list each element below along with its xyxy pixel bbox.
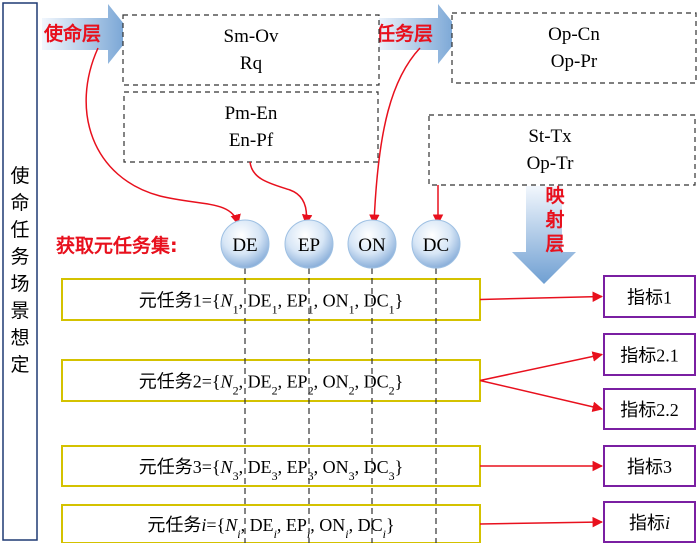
meta-task-formula: 元任务2={N2, DE2, EP2, ON2, DC2} — [139, 372, 403, 398]
mission-layer-label: 使命层 — [43, 22, 101, 45]
mission-box-b-line: En-Pf — [229, 130, 274, 151]
mission-box-b-to-ep-arrow — [249, 161, 313, 226]
scenario-char: 务 — [10, 246, 29, 268]
element-circle-shape — [284, 219, 334, 269]
row-to-indicator-arrow — [479, 351, 604, 382]
element-guides — [244, 268, 437, 543]
mission-box-a-line: Sm-Ov — [224, 26, 279, 47]
element-circle-dc: DC — [411, 219, 461, 269]
scenario-char: 任 — [10, 219, 29, 241]
element-circles: DE EP ON DC — [220, 219, 461, 269]
meta-task-rows: 元任务1={N1, DE1, EP1, ON1, DC1} 元任务2={N2, D… — [61, 278, 481, 543]
mapping-layer-char: 映 — [545, 185, 565, 207]
element-circle-label: EP — [298, 235, 320, 256]
indicator-frame — [603, 388, 696, 430]
task-box-b: St-Tx Op-Tr — [428, 114, 696, 186]
meta-task-formula: 元任务i={Ni, DEi, EPi, ONi, DCi} — [147, 515, 394, 541]
row-to-indicator-arrow — [479, 379, 604, 412]
indicator-label: 指标1 — [627, 288, 672, 309]
element-circle-shape — [411, 219, 461, 269]
indicator-label: 指标2.1 — [620, 346, 679, 367]
element-circle-ep: EP — [284, 219, 334, 269]
mission-box-a-line: Rq — [240, 53, 263, 74]
mapping-layer-arrow — [512, 186, 576, 284]
meta-task-row: 元任务3={N3, DE3, EP3, ON3, DC3} — [61, 445, 481, 487]
indicator-box: 指标2.1 — [603, 333, 696, 376]
scenario-char: 景 — [10, 300, 29, 322]
task-box-a-line: Op-Cn — [548, 24, 600, 45]
element-circle-shape — [347, 219, 397, 269]
acquire-meta-task-label: 获取元任务集: — [56, 234, 178, 257]
indicator-label: 指标3 — [627, 457, 672, 478]
task-box-b-line: St-Tx — [528, 126, 572, 147]
indicator-frame — [603, 333, 696, 376]
element-circle-label: ON — [358, 235, 386, 256]
element-circle-label: DC — [423, 235, 449, 256]
element-circle-de: DE — [220, 219, 270, 269]
meta-task-formula: 元任务3={N3, DE3, EP3, ON3, DC3} — [139, 457, 403, 483]
scenario-label: 使 命 任 务 场 景 想 定 — [10, 165, 29, 376]
row-indicator-arrows — [479, 291, 604, 528]
scenario-char: 想 — [10, 327, 29, 349]
task-box-a-line: Op-Pr — [551, 51, 598, 72]
indicator-box: 指标2.2 — [603, 388, 696, 430]
indicator-box: 指标i — [603, 501, 696, 543]
indicator-frame — [603, 275, 696, 318]
row-to-indicator-arrow — [479, 291, 604, 302]
row-to-indicator-arrow — [479, 516, 604, 528]
scenario-box — [2, 2, 38, 541]
indicator-box: 指标1 — [603, 275, 696, 318]
scenario-char: 定 — [10, 354, 29, 376]
task-box-b-line: Op-Tr — [527, 153, 574, 174]
indicator-box: 指标3 — [603, 445, 696, 487]
element-circle-label: DE — [232, 235, 257, 256]
mapping-layer-char: 射 — [544, 208, 564, 231]
indicator-label: 指标2.2 — [620, 400, 679, 421]
scenario-char: 场 — [10, 273, 29, 295]
meta-task-row: 元任务i={Ni, DEi, EPi, ONi, DCi} — [61, 504, 481, 543]
mission-box-a: Sm-Ov Rq — [122, 14, 380, 86]
element-circle-shape — [220, 219, 270, 269]
mapping-layer-char: 层 — [545, 233, 564, 255]
task-layer-label: 任务层 — [375, 22, 433, 45]
meta-task-row: 元任务2={N2, DE2, EP2, ON2, DC2} — [61, 359, 481, 402]
meta-task-box — [61, 278, 481, 321]
scenario-char: 命 — [10, 192, 29, 214]
meta-task-row: 元任务1={N1, DE1, EP1, ON1, DC1} — [61, 278, 481, 321]
element-circle-on: ON — [347, 219, 397, 269]
meta-task-formula: 元任务1={N1, DE1, EP1, ON1, DC1} — [139, 291, 403, 317]
mission-to-de-arrow — [85, 47, 241, 226]
scenario-char: 使 — [10, 165, 29, 187]
indicator-boxes: 指标1 指标2.1 指标2.2 指标3 指标i — [603, 275, 696, 543]
task-box-a: Op-Cn Op-Pr — [451, 12, 697, 84]
indicator-frame — [603, 501, 696, 543]
mission-box-b-line: Pm-En — [225, 103, 278, 124]
indicator-frame — [603, 445, 696, 487]
meta-task-box — [61, 504, 481, 543]
task-to-on-arrow — [369, 47, 421, 226]
mission-box-b: Pm-En En-Pf — [123, 91, 379, 163]
mission-layer-arrow — [42, 4, 132, 64]
task-layer-arrow — [374, 4, 462, 64]
indicator-label: 指标i — [629, 513, 670, 534]
